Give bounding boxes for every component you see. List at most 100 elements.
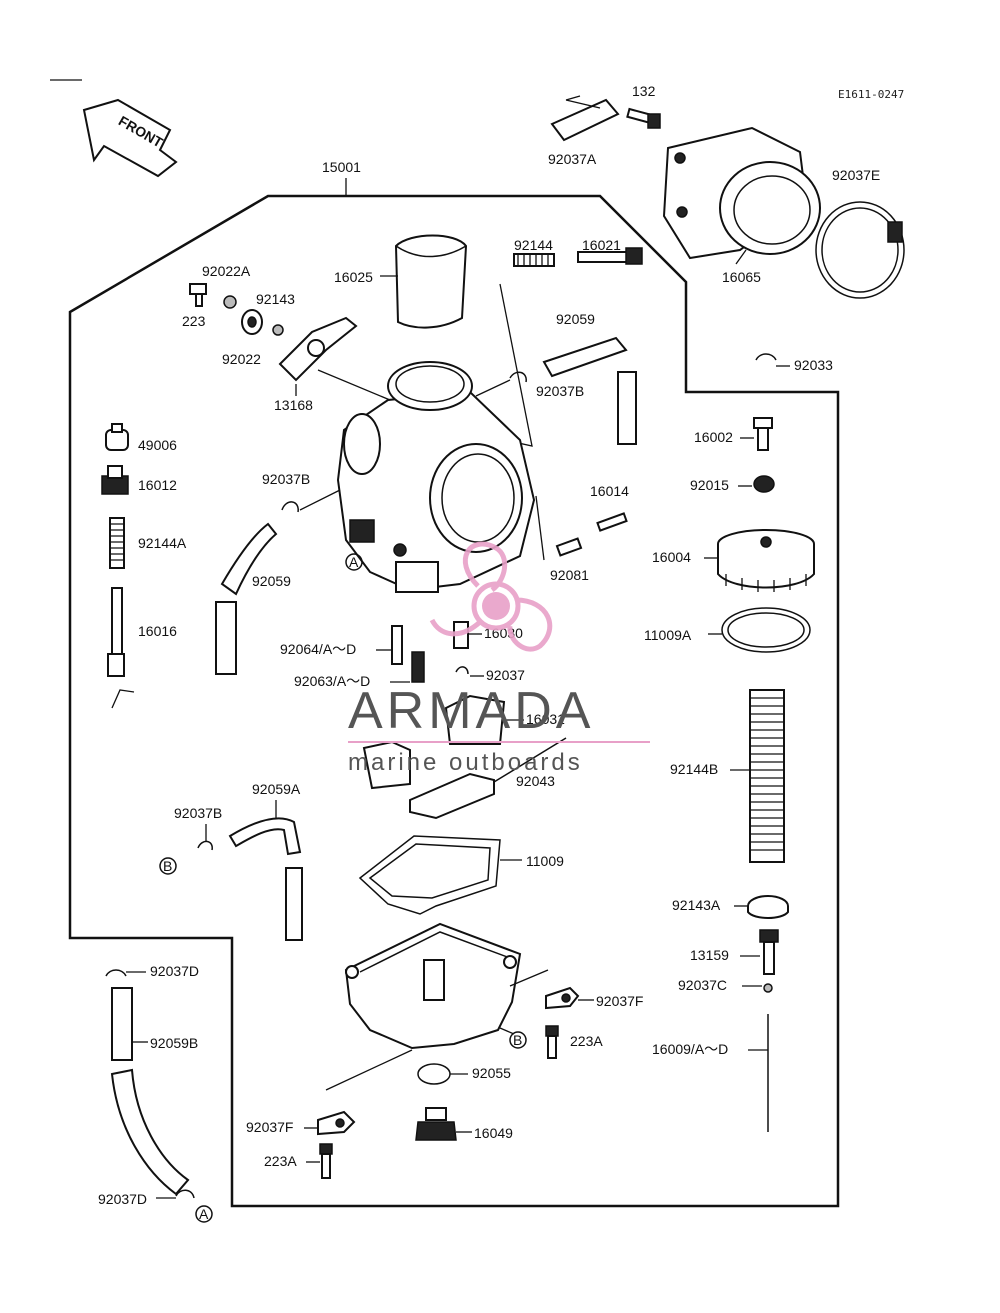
callout-92059B: 92059B [150,1035,198,1051]
part-92143 [272,324,284,336]
callout-92037D-bot: 92037D [98,1191,147,1207]
callout-13168: 13168 [274,397,313,413]
marker-b-bowl [509,1031,527,1049]
callout-132: 132 [632,83,656,99]
part-92037D-top-clip [105,969,127,977]
part-92144-spring [513,253,555,267]
part-223-screw [189,283,207,307]
front-arrow-icon: FRONT [82,98,178,178]
callout-92059-top: 92059 [556,311,595,327]
part-13168-lever [278,316,358,382]
part-92059-hose-top [542,336,637,445]
part-13159-jet [759,929,779,975]
watermark-logo [429,541,553,652]
part-92015-nut [753,475,775,493]
marker-a-carb [345,553,363,571]
callout-92037F-left: 92037F [246,1119,293,1135]
callout-92037: 92037 [486,667,525,683]
part-92037C [763,983,773,993]
part-92037E-clamp [815,201,905,299]
marker-a-bottom [195,1205,213,1223]
callout-16012: 16012 [138,477,177,493]
part-92037B-low-clip [197,840,213,851]
callout-92143: 92143 [256,291,295,307]
part-92063-jet [411,651,425,683]
part-92022A [223,295,237,309]
callout-11009A: 11009A [644,627,692,643]
callout-92059A: 92059A [252,781,301,797]
part-92059B-hose [110,987,190,1196]
part-16021-screw [577,247,643,265]
part-11009-gasket [358,835,501,915]
callout-92064: 92064/A～D [280,641,356,657]
callout-223A-left: 223A [264,1153,297,1169]
callout-16014: 16014 [590,483,629,499]
callout-16009: 16009/A～D [652,1041,728,1057]
part-92144A-spring [109,517,125,569]
callout-16049: 16049 [474,1125,513,1141]
callout-92015: 92015 [690,477,729,493]
part-92081-spring [555,537,583,557]
callout-92059-mid: 92059 [252,573,291,589]
callout-92037B-low: 92037B [174,805,222,821]
part-float-bowl [344,922,522,1050]
callout-92143A: 92143A [672,897,721,913]
callout-92037B-mid: 92037B [262,471,310,487]
part-16049-plug [415,1107,457,1141]
callout-16065: 16065 [722,269,761,285]
marker-a-bottom-label: A [199,1206,209,1222]
callout-16016: 16016 [138,623,177,639]
part-16012-nut [101,465,129,495]
marker-b-left-label: B [163,858,172,874]
diagram-code: E1611-0247 [838,88,904,101]
part-92037-clip [455,666,469,675]
part-92037B-mid-clip [281,501,299,513]
watermark-name: ARMADA [348,682,594,740]
callout-92022A: 92022A [202,263,251,279]
part-92143A-cap [747,895,789,919]
part-16014-screw [596,512,628,532]
part-92033 [755,353,777,361]
callout-92081: 92081 [550,567,589,583]
watermark-tagline: marine outboards [348,749,583,776]
assembly-label: 15001 [322,159,361,175]
callout-92144B: 92144B [670,761,718,777]
part-223A-right [545,1025,559,1059]
callout-49006: 49006 [138,437,177,453]
callout-223A-right: 223A [570,1033,603,1049]
part-carburetor-body [336,361,536,593]
callout-92063: 92063/A～D [294,673,370,689]
part-92064-jet [391,625,403,665]
callout-92037E: 92037E [832,167,880,183]
callout-16002: 16002 [694,429,733,445]
marker-a-carb-label: A [349,554,359,570]
part-92037D-bot-clip [175,1189,195,1199]
part-92055-oring [417,1063,451,1085]
marker-b-bowl-label: B [513,1032,522,1048]
callout-16004: 16004 [652,549,691,565]
part-16004-cap [717,529,815,592]
part-92037B-top-clip [509,371,527,383]
callout-92037C: 92037C [678,977,727,993]
callout-92144A: 92144A [138,535,187,551]
callout-92043: 92043 [516,773,555,789]
callout-92055: 92055 [472,1065,511,1081]
part-223A-left [319,1143,333,1179]
callout-13159: 13159 [690,947,729,963]
callout-11009: 11009 [526,853,564,869]
part-132-bolt [626,107,661,129]
callout-92037A: 92037A [548,151,597,167]
callout-92037B-top: 92037B [536,383,584,399]
part-92037F-left [317,1110,356,1136]
callout-92022: 92022 [222,351,261,367]
callout-92144: 92144 [514,237,553,253]
part-92037A [550,95,620,142]
part-16031-float [362,694,567,820]
callout-16021: 16021 [582,237,621,253]
part-11009A-gasket [721,607,811,653]
callout-16025: 16025 [334,269,373,285]
callout-92033: 92033 [794,357,833,373]
part-92144B-spring [749,689,785,863]
